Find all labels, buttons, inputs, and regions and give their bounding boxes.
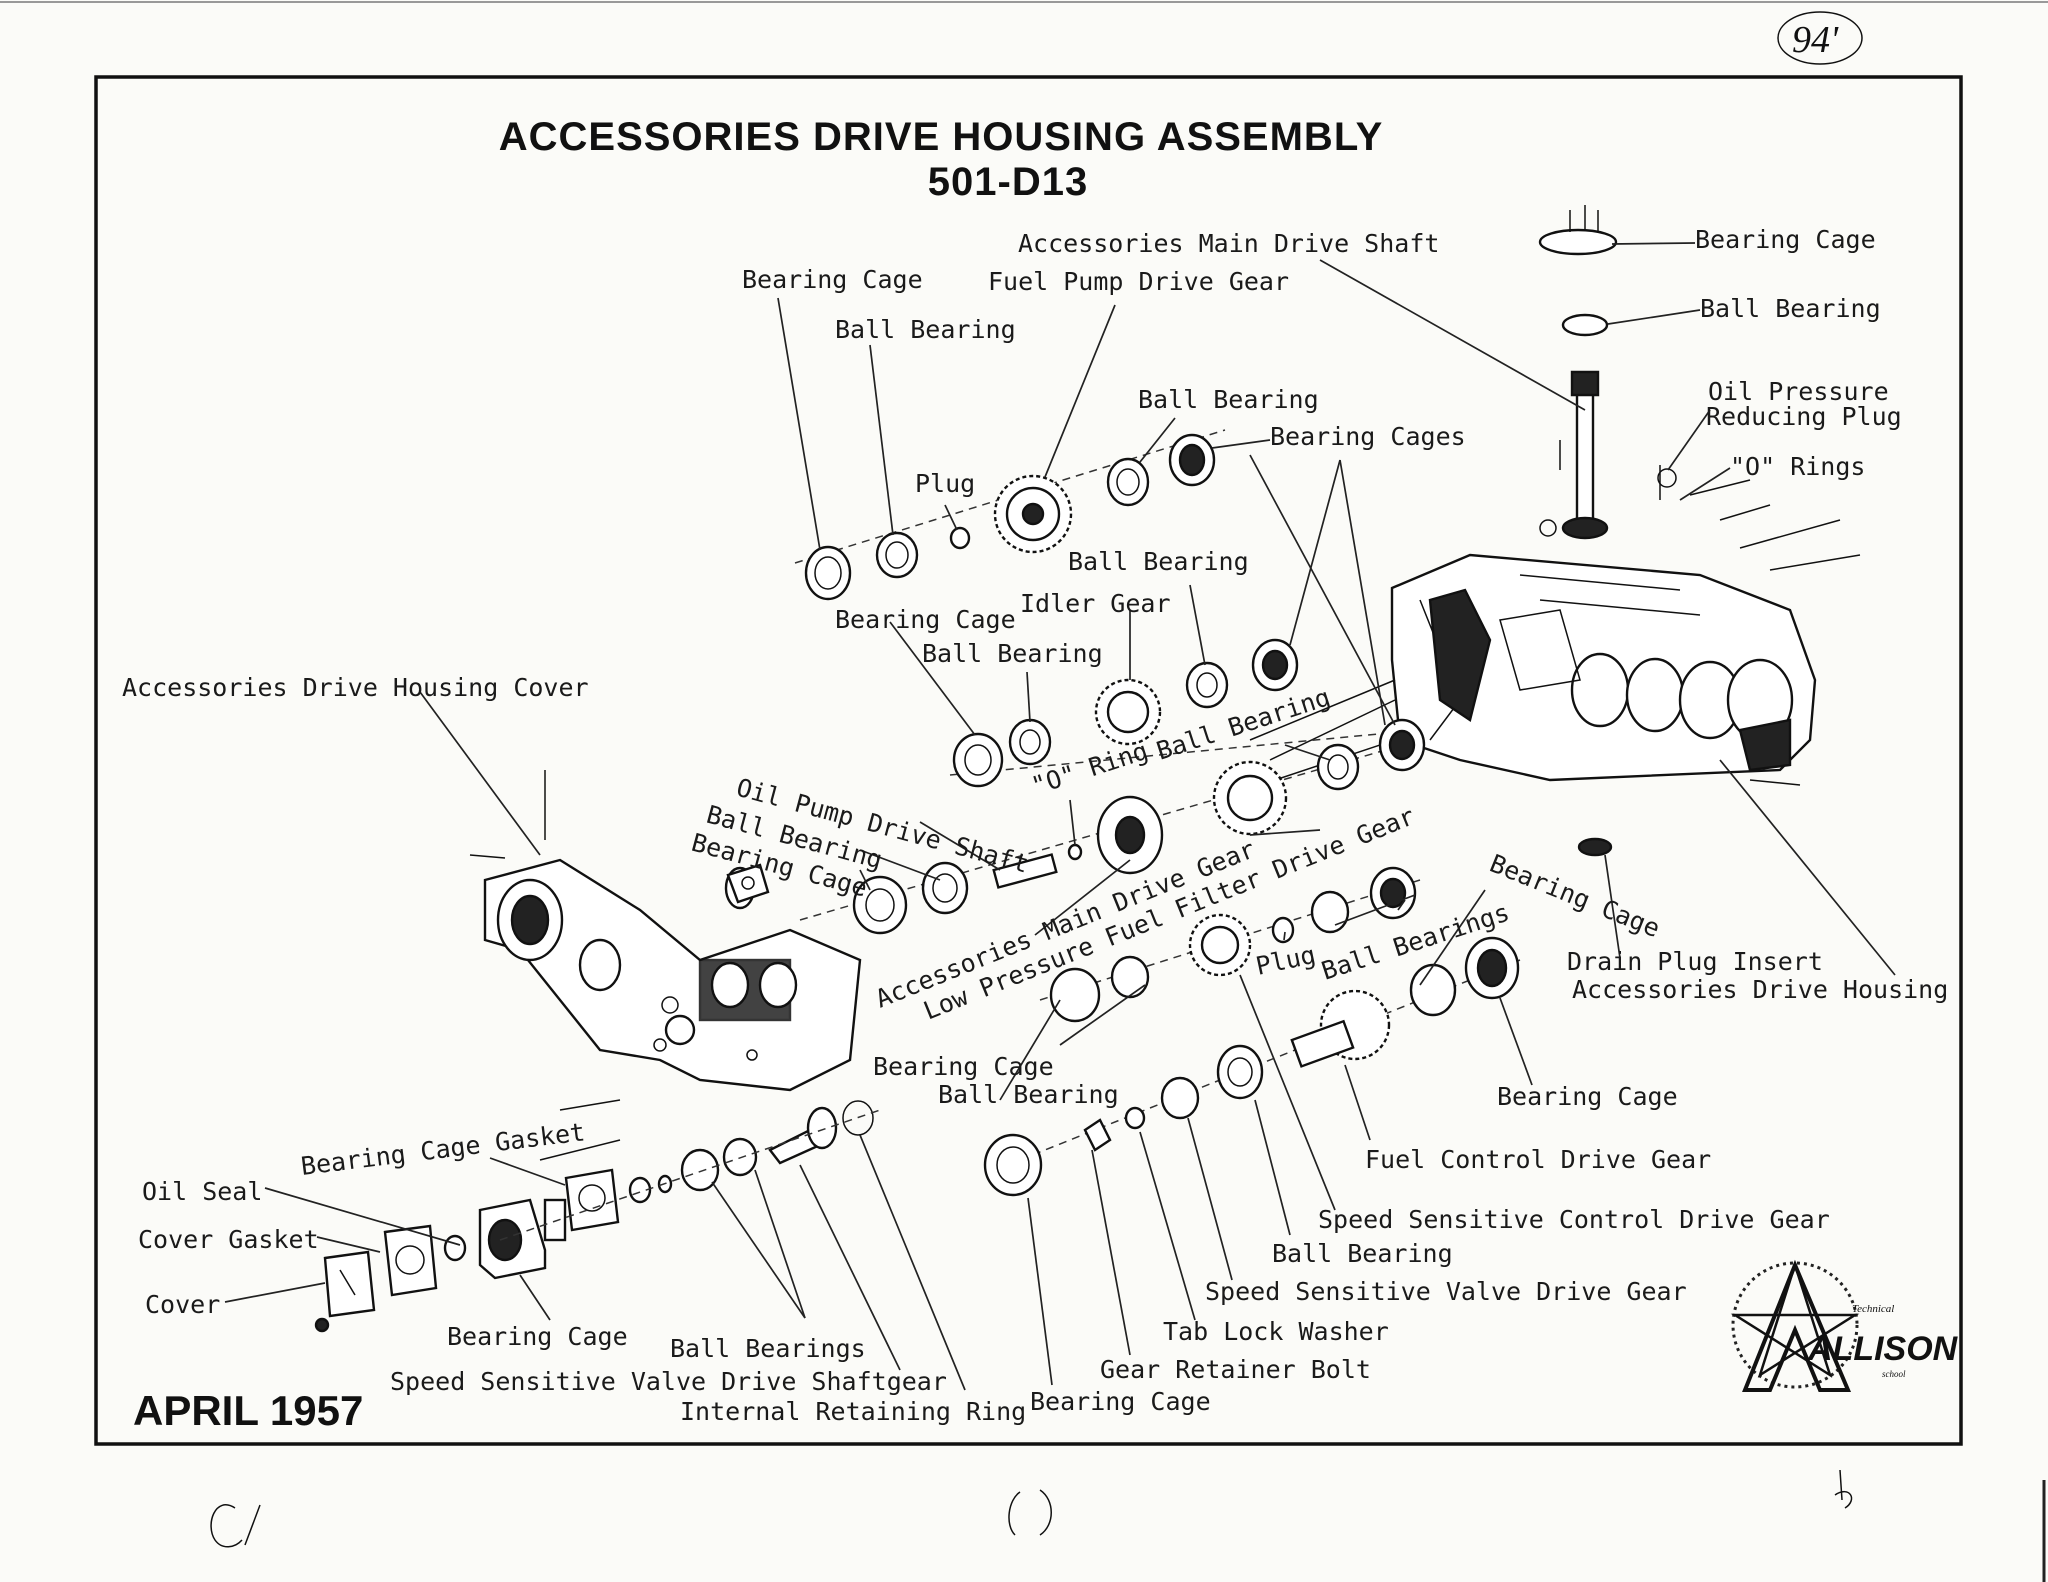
label-cover-gasket: Cover Gasket [138,1225,319,1254]
main-drive-shaft-stack [1538,205,1771,540]
diagram-title: ACCESSORIES DRIVE HOUSING ASSEMBLY [499,115,1384,159]
label-fuel-pump-drive-gear: Fuel Pump Drive Gear [988,267,1289,296]
accessories-drive-housing-part [1249,519,1861,786]
label-bearing-cages: Bearing Cages [1270,422,1466,451]
label-accessories-main-drive-shaft: Accessories Main Drive Shaft [1018,229,1439,258]
drawing-frame [94,75,1963,1446]
page-mark: 94' [1777,11,1863,65]
label-oil-pressure: Oil Pressure [1708,377,1889,406]
label-reducing-plug: Reducing Plug [1706,402,1902,431]
label-bearing-cage-right: Bearing Cage [1486,849,1664,944]
label-fuel-control-drive-gear: Fuel Control Drive Gear [1365,1145,1711,1174]
binder-hole-marks [210,1469,1853,1548]
svg-text:ALLISON: ALLISON [1807,1330,1959,1368]
label-ball-bearing-idler-left: Ball Bearing [922,639,1103,668]
label-tab-lock-washer: Tab Lock Washer [1163,1317,1389,1346]
label-bearing-cage-top-right: Bearing Cage [1695,225,1876,254]
main-drive-gear-train [799,718,1426,935]
label-bearing-cage-low: Bearing Cage [873,1052,1054,1081]
label-bearing-cage-bottom-right: Bearing Cage [1030,1387,1211,1416]
fuel-filter-gear-train [1039,866,1421,1023]
label-speed-sensitive-control: Speed Sensitive Control Drive Gear [1318,1205,1830,1234]
svg-text:Technical: Technical [1852,1303,1894,1315]
label-bearing-cage-idler: Bearing Cage [835,605,1016,634]
label-accessories-drive-housing-cover: Accessories Drive Housing Cover [122,673,589,702]
idler-gear-train [949,638,1421,788]
svg-text:94': 94' [1792,19,1839,61]
label-ball-bearing-mid: Ball Bearing [1138,385,1319,414]
label-ball-bearing-diag: Ball Bearing [1153,682,1334,765]
label-ball-bearings-bottom: Ball Bearings [670,1334,866,1363]
allison-logo: Technical ALLISON school [1730,1259,1959,1392]
label-ball-bearing-upper: Ball Bearing [835,315,1016,344]
leader-lines [224,242,1896,1391]
label-bearing-cage-right-low: Bearing Cage [1497,1082,1678,1111]
accessories-drive-housing-cover-part [469,770,862,1161]
date-label: APRIL 1957 [133,1387,363,1434]
label-cover: Cover [145,1290,220,1319]
label-bearing-cage-upper: Bearing Cage [742,265,923,294]
label-plug-mid: Plug [1253,940,1318,981]
label-ball-bearing-bottom: Ball Bearing [1272,1239,1453,1268]
svg-text:school: school [1882,1369,1906,1379]
upper-gear-train [794,429,1226,601]
speed-sensitive-valve-stack [314,1100,881,1333]
label-accessories-drive-housing: Accessories Drive Housing [1572,975,1948,1004]
label-speed-sensitive-valve-drive-gear: Speed Sensitive Valve Drive Gear [1205,1277,1687,1306]
label-drain-plug-insert: Drain Plug Insert [1567,947,1823,976]
label-oil-seal: Oil Seal [142,1177,262,1206]
label-plug-upper: Plug [915,469,975,498]
fuel-control-gear-train [983,837,1613,1197]
label-o-rings: "O" Rings [1730,452,1865,481]
label-ball-bearing-idler: Ball Bearing [1068,547,1249,576]
label-idler-gear: Idler Gear [1020,589,1171,618]
oil-pump-pieces [726,440,1677,1061]
label-internal-retaining-ring: Internal Retaining Ring [680,1397,1026,1426]
part-number: 501-D13 [928,160,1088,204]
label-ball-bearing-top-right: Ball Bearing [1700,294,1881,323]
parts-group [314,205,1861,1333]
label-ball-bearing-low: Ball Bearing [938,1080,1119,1109]
label-bearing-cage-gasket: Bearing Cage Gasket [299,1117,586,1181]
label-gear-retainer-bolt: Gear Retainer Bolt [1100,1355,1371,1384]
label-bearing-cage-bottom: Bearing Cage [447,1322,628,1351]
label-speed-sensitive-valve-shaftgear: Speed Sensitive Valve Drive Shaftgear [390,1367,947,1396]
